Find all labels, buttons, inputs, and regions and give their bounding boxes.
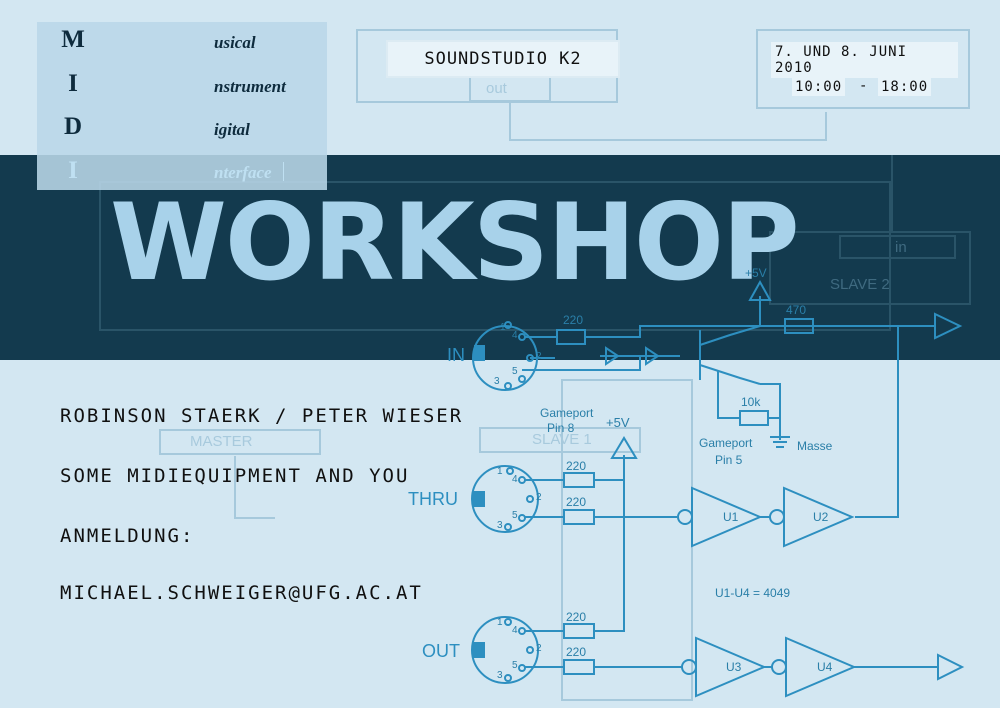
port-label-out: OUT [422, 641, 460, 661]
label-u2: U2 [813, 510, 829, 524]
buffer-u2 [783, 486, 855, 548]
in-pin-3: 3 [494, 376, 500, 387]
arrow-out-top [880, 312, 963, 340]
label-ground: Masse [797, 439, 833, 453]
resistor-out-1 [563, 623, 595, 639]
organizers-line: ROBINSON STAERK / PETER WIESER [60, 405, 464, 427]
subtitle-line: SOME MIDIEQUIPMENT AND YOU [60, 465, 410, 487]
label-r-thru-2: 220 [566, 495, 587, 509]
buffer-u3 [695, 636, 767, 698]
in-pin-4: 4 [512, 330, 518, 341]
in-pin-5: 5 [512, 366, 518, 377]
ghost-master-label: MASTER [190, 433, 253, 450]
flow-box-slave1 [479, 427, 641, 453]
text-cursor [283, 162, 284, 181]
thru-jack-key [473, 491, 485, 507]
flow-box-master [159, 429, 321, 455]
diode-1 [605, 346, 620, 366]
registration-email: MICHAEL.SCHWEIGER@UFG.AC.AT [60, 582, 423, 604]
out-pin-1: 1 [497, 617, 503, 628]
thru-pin-1: 1 [497, 466, 503, 477]
ghost-out-label: out [486, 80, 507, 97]
label-supply-thru: +5V [606, 415, 630, 430]
out-pin-4: 4 [512, 625, 518, 636]
time-start: 10:00 [792, 78, 846, 96]
arrow-out-bottom [854, 653, 965, 681]
label-u1: U1 [723, 510, 739, 524]
thru-pin-3: 3 [497, 520, 503, 531]
resistor-thru-2 [563, 509, 595, 525]
date-text: 7. UND 8. JUNI 2010 [771, 42, 958, 78]
in-jack-key [474, 345, 485, 361]
port-label-thru: THRU [408, 489, 458, 509]
label-gameport8-a: Gameport [540, 406, 594, 420]
flow-line [509, 102, 827, 141]
label-gameport8-b: Pin 8 [547, 421, 575, 435]
resistor-in-220 [556, 329, 586, 345]
time-dash: - [859, 78, 869, 94]
location-box: SOUNDSTUDIO K2 [386, 40, 620, 78]
label-r-out-1: 220 [566, 610, 587, 624]
flow-box-date [756, 29, 970, 109]
midi-letter-m: M [61, 26, 85, 53]
resistor-out-2 [563, 659, 595, 675]
midi-acronym-box [37, 22, 327, 190]
label-r-out-2: 220 [566, 645, 587, 659]
midi-word-igital: igital [214, 120, 250, 139]
out-pin-5: 5 [512, 660, 518, 671]
thru-jack [471, 465, 539, 533]
label-r-thru-1: 220 [566, 459, 587, 473]
thru-pin-5: 5 [512, 510, 518, 521]
midi-letter-i: I [68, 70, 78, 97]
thru-pin-2: 2 [536, 492, 542, 503]
ghost-slave2-label: SLAVE 2 [830, 276, 890, 293]
label-r-in: 220 [563, 313, 584, 327]
midi-letter-i2: I [68, 157, 78, 184]
label-u3: U3 [726, 660, 742, 674]
resistor-10k [739, 410, 769, 426]
in-pin-1: 1 [500, 322, 506, 333]
buffer-u4 [785, 636, 857, 698]
out-jack-key [473, 642, 485, 658]
diode-2 [645, 346, 660, 366]
supply-in [748, 279, 772, 326]
flow-line-2 [234, 456, 275, 519]
location-text: SOUNDSTUDIO K2 [424, 49, 582, 69]
in-frame [839, 235, 956, 259]
label-r-470: 470 [786, 303, 807, 317]
date-box: 7. UND 8. JUNI 2010 10:00 - 18:00 [765, 40, 958, 102]
midi-word-usical: usical [214, 33, 256, 52]
buffer-u1 [691, 486, 763, 548]
label-supply-in: +5V [745, 266, 767, 280]
port-label-in: IN [447, 345, 465, 365]
ground-symbol [770, 436, 790, 448]
out-pin-3: 3 [497, 670, 503, 681]
out-jack [471, 616, 539, 684]
registration-label: ANMELDUNG: [60, 525, 195, 547]
in-pin-2: 2 [536, 351, 542, 362]
label-gameport5-b: Pin 5 [715, 453, 743, 467]
workshop-frame [99, 181, 891, 331]
midi-word-nterface: nterface [214, 163, 272, 182]
out-pin-2: 2 [536, 643, 542, 654]
label-r-10k: 10k [741, 395, 761, 409]
label-u4: U4 [817, 660, 833, 674]
label-gameport5-a: Gameport [699, 436, 753, 450]
ghost-slave1-label: SLAVE 1 [532, 431, 592, 448]
resistor-thru-1 [563, 472, 595, 488]
thru-pin-4: 4 [512, 474, 518, 485]
chip-note: U1-U4 = 4049 [715, 586, 791, 600]
workshop-title: WORKSHOP [110, 181, 800, 304]
supply-thru [610, 436, 638, 459]
ghost-in-label: in [895, 239, 907, 256]
time-end: 18:00 [878, 78, 932, 96]
midi-word-nstrument: nstrument [214, 77, 286, 96]
midi-letter-d: D [63, 113, 83, 140]
resistor-470 [784, 318, 814, 334]
slave2-frame [769, 231, 971, 305]
